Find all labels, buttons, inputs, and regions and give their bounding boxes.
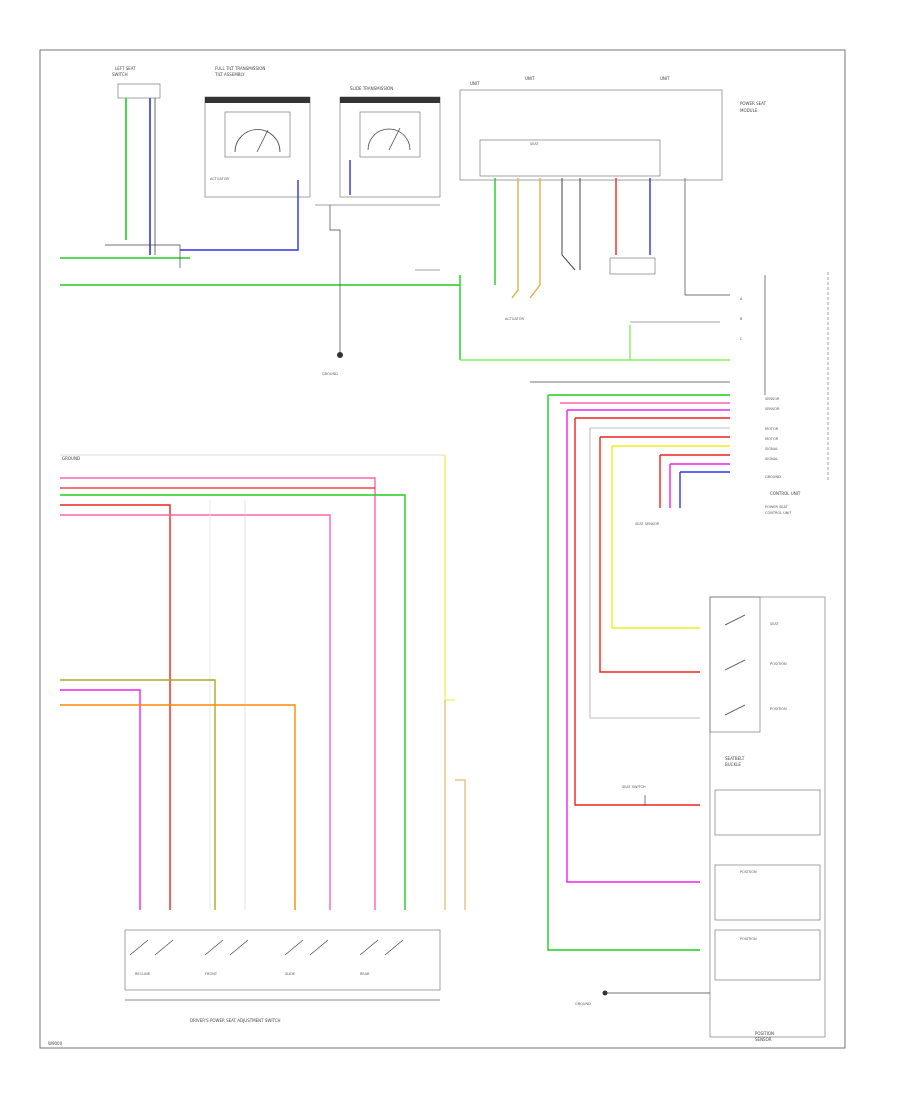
svg-text:POSITION: POSITION — [740, 870, 757, 874]
svg-text:SENSOR: SENSOR — [755, 1037, 772, 1042]
control-unit-block: UNIT UNIT UNIT SEAT POWER SEAT MODULE — [459, 76, 767, 181]
svg-text:POWER SEAT: POWER SEAT — [740, 101, 767, 106]
svg-text:POSITION: POSITION — [770, 707, 787, 711]
svg-text:MOTOR: MOTOR — [765, 437, 779, 441]
svg-text:GROUND: GROUND — [765, 475, 781, 479]
svg-text:C: C — [740, 337, 743, 341]
svg-text:POSITION: POSITION — [770, 662, 787, 666]
svg-text:REAR: REAR — [360, 972, 370, 976]
svg-text:RECLINE: RECLINE — [135, 972, 150, 976]
svg-text:GROUND: GROUND — [575, 1002, 591, 1006]
svg-text:POWER SEAT: POWER SEAT — [765, 505, 789, 509]
svg-text:FRONT: FRONT — [205, 972, 218, 976]
svg-text:ACTUATOR: ACTUATOR — [505, 317, 524, 321]
svg-text:SENSOR: SENSOR — [765, 407, 780, 411]
slide-trans-assembly: SLIDE TRANSMISSION — [339, 86, 441, 198]
svg-text:UNIT: UNIT — [525, 76, 535, 81]
svg-text:BUCKLE: BUCKLE — [725, 762, 741, 767]
svg-text:SWITCH: SWITCH — [112, 72, 128, 77]
svg-text:SIGNAL: SIGNAL — [765, 447, 778, 451]
full-tilt-assembly: FULL TILT TRANSMISSION TILT ASSEMBLY ACT… — [204, 66, 311, 198]
left-seat-switch: LEFT SEAT SWITCH — [112, 66, 161, 255]
svg-text:A: A — [740, 297, 743, 301]
svg-text:SLIDE TRANSMISSION: SLIDE TRANSMISSION — [350, 86, 393, 91]
svg-text:SENSOR: SENSOR — [765, 397, 780, 401]
svg-text:SEATBELT: SEATBELT — [725, 756, 745, 761]
svg-text:SEAT: SEAT — [770, 622, 780, 626]
svg-text:TILT ASSEMBLY: TILT ASSEMBLY — [214, 72, 245, 77]
svg-text:SEAT SENSOR: SEAT SENSOR — [635, 522, 660, 526]
svg-text:POSITION: POSITION — [755, 1031, 774, 1036]
svg-text:LEFT SEAT: LEFT SEAT — [115, 66, 136, 71]
svg-text:SEAT SWITCH: SEAT SWITCH — [622, 785, 646, 789]
svg-text:POSITION: POSITION — [740, 937, 757, 941]
svg-text:DRIVER'S POWER SEAT ADJUSTMENT: DRIVER'S POWER SEAT ADJUSTMENT SWITCH — [190, 1018, 281, 1023]
footer-code: W9000 — [48, 1041, 63, 1046]
svg-text:CONTROL UNIT: CONTROL UNIT — [770, 491, 801, 496]
svg-text:SIGNAL: SIGNAL — [765, 457, 778, 461]
svg-text:B: B — [740, 317, 743, 321]
svg-text:SEAT: SEAT — [530, 142, 540, 146]
svg-text:MOTOR: MOTOR — [765, 427, 779, 431]
bottom-left-wiring: GROUND RECLINE FRONT SLIDE REAR DRIVER'S… — [60, 454, 466, 1023]
front-seat-switch-block: SEAT POSITION POSITION SEATBELT BUCKLE P… — [709, 596, 826, 1042]
svg-text:GROUND: GROUND — [62, 456, 80, 461]
svg-text:GROUND: GROUND — [322, 372, 338, 376]
svg-text:SLIDE: SLIDE — [285, 972, 295, 976]
svg-text:UNIT: UNIT — [660, 76, 670, 81]
svg-text:UNIT: UNIT — [470, 81, 480, 86]
diagram-frame — [39, 49, 846, 1049]
svg-text:FULL TILT TRANSMISSION: FULL TILT TRANSMISSION — [215, 66, 265, 71]
svg-text:MODULE: MODULE — [740, 108, 758, 113]
svg-text:ACTUATOR: ACTUATOR — [210, 177, 229, 181]
svg-text:CONTROL UNIT: CONTROL UNIT — [765, 511, 792, 515]
